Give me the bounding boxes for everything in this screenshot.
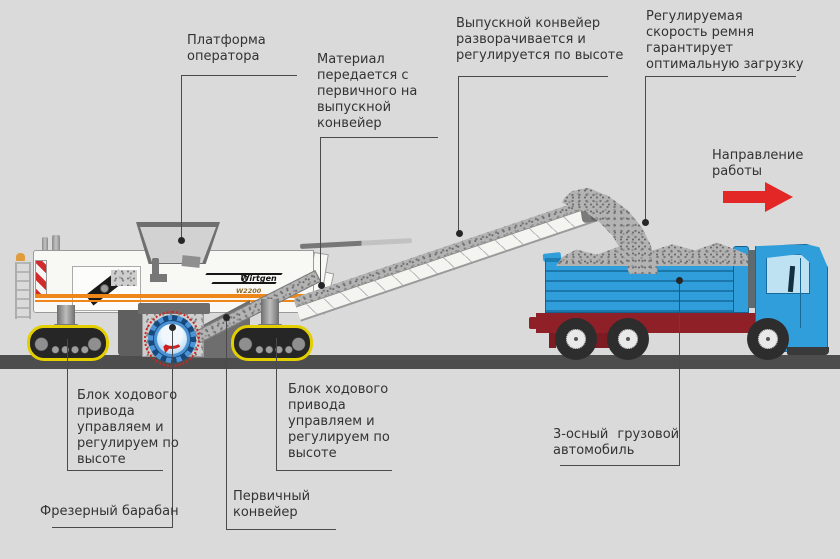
- wheel-hub: [618, 329, 638, 349]
- model-number: W2200: [236, 287, 262, 295]
- leader-platform: [181, 75, 182, 241]
- brand-name: Wirtgen: [240, 273, 277, 283]
- label-discharge-conveyor: Выпускной конвейер разворачивается и рег…: [456, 16, 624, 63]
- gravel-heap: [556, 242, 760, 266]
- label-work-direction: Направление работы: [712, 148, 804, 179]
- logo-swoosh: [211, 281, 277, 284]
- leader-drive-front: [67, 335, 68, 470]
- label-belt-speed: Регулируемая скорость ремня гарантирует …: [646, 9, 804, 72]
- wheel-hub: [758, 329, 778, 349]
- leader-drum: [52, 527, 173, 528]
- warning-beacon: [16, 253, 25, 261]
- leader-drive-rear: [276, 334, 277, 470]
- brand-logo: Wirtgen: [202, 269, 286, 287]
- exhaust-pipe: [42, 237, 48, 253]
- rear-crawler-track: [231, 325, 313, 361]
- hydraulic-cylinder: [299, 238, 413, 249]
- chamber-side-plate: [118, 310, 144, 356]
- decal-chips: [111, 270, 137, 286]
- leader-dot: [223, 314, 230, 321]
- leader-primary: [226, 529, 336, 530]
- leader-primary: [226, 317, 227, 529]
- truck-rear-wheel: [607, 318, 649, 360]
- label-operator-platform: Платформа оператора: [187, 33, 266, 64]
- cab-door-seam: [800, 258, 801, 328]
- wheel-hub: [566, 329, 586, 349]
- tow-hitch: [529, 317, 537, 329]
- leader-dot: [273, 331, 280, 338]
- label-primary-conveyor: Первичный конвейер: [233, 489, 311, 520]
- leader-dot: [178, 237, 185, 244]
- front-bumper: [787, 347, 829, 355]
- exhaust-pipe: [52, 235, 60, 253]
- operator-canopy-inner: [140, 227, 216, 263]
- control-console: [181, 255, 201, 268]
- truck-front-wheel: [747, 318, 789, 360]
- label-drive-unit-front: Блок ходового привода управляем и регули…: [77, 388, 179, 467]
- orange-stripe-thin: [35, 300, 313, 302]
- mudflap: [549, 333, 556, 348]
- truck-rear-wheel: [555, 318, 597, 360]
- leader-truck: [679, 280, 680, 465]
- operator-seat: [152, 258, 159, 278]
- leader-discharge: [458, 76, 459, 233]
- leader-drive-rear: [276, 470, 392, 471]
- front-crawler-track: [27, 325, 109, 361]
- label-truck: 3-осный грузовой автомобиль: [553, 427, 680, 458]
- leader-discharge: [458, 76, 608, 77]
- leader-belt-speed: [645, 76, 796, 77]
- road: [0, 355, 840, 369]
- hazard-stripes: [35, 260, 47, 298]
- leader-dot: [676, 277, 683, 284]
- operator-seat-base: [150, 274, 167, 282]
- rear-leg: [261, 299, 279, 329]
- leader-platform: [181, 75, 297, 76]
- leader-drum: [172, 327, 173, 527]
- cab-exhaust-stack: [748, 250, 756, 308]
- leader-truck: [560, 465, 680, 466]
- direction-arrow-icon: [723, 182, 793, 212]
- chamber-lintel: [138, 303, 210, 314]
- label-drive-unit-rear: Блок ходового привода управляем и регули…: [288, 382, 390, 461]
- leader-drive-front: [67, 470, 163, 471]
- orange-stripe: [35, 294, 313, 298]
- logo-ring-icon: [240, 274, 248, 282]
- leader-material: [320, 137, 438, 138]
- access-ladder: [15, 262, 31, 319]
- leader-dot: [169, 324, 176, 331]
- label-milling-drum: Фрезерный барабан: [40, 504, 179, 519]
- leader-dot: [64, 332, 71, 339]
- decal-hub: [100, 284, 109, 293]
- leader-dot: [456, 230, 463, 237]
- leader-dot: [642, 219, 649, 226]
- drum-decal: [72, 266, 141, 311]
- track-rollers: [237, 331, 307, 355]
- leader-dot: [318, 282, 325, 289]
- label-material-transfer: Материал передается с первичного на выпу…: [317, 52, 418, 131]
- leader-belt-speed: [645, 76, 646, 223]
- leader-material: [320, 137, 321, 285]
